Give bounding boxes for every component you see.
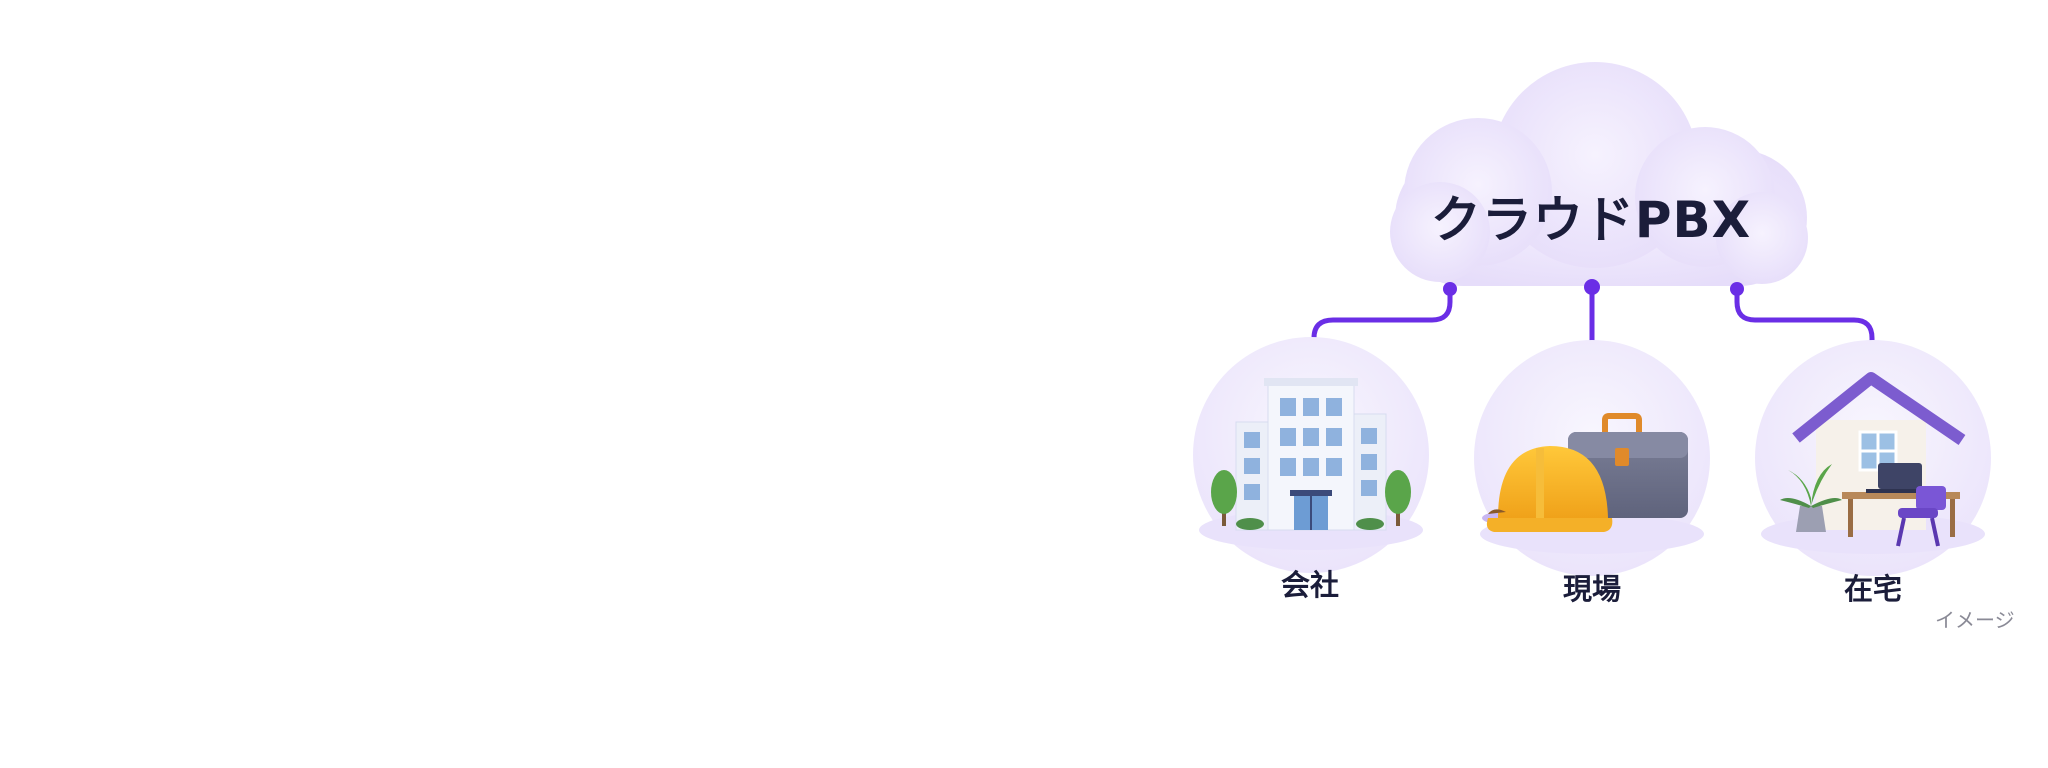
hard-hat-toolbox-icon (1482, 413, 1688, 532)
location-label-home: 在宅 (1843, 572, 1903, 606)
location-label-site: 現場 (1562, 572, 1622, 606)
cloud-icon (1390, 62, 1808, 286)
location-label-office: 会社 (1280, 568, 1340, 602)
image-note: イメージ (1935, 608, 2015, 632)
connector-home (1734, 283, 1875, 354)
office-building-icon (1211, 378, 1411, 531)
connector-office (1311, 283, 1453, 354)
cloud-pbx-label: クラウドPBX (1430, 191, 1752, 249)
home-desk-icon (1780, 372, 1966, 547)
